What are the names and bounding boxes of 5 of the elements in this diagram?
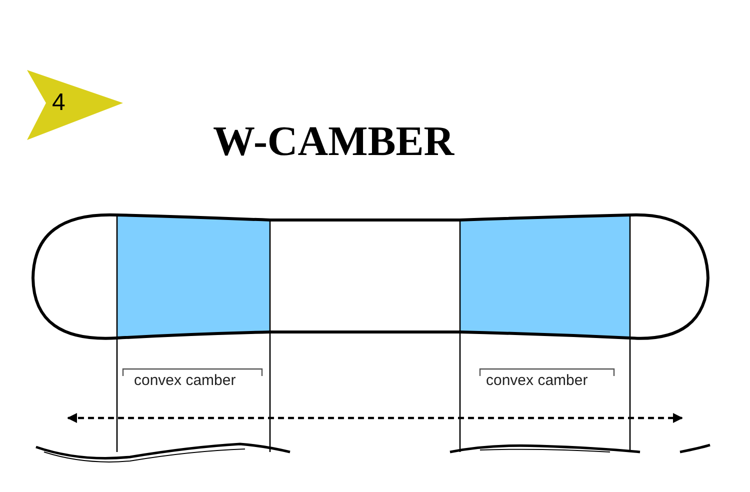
badge-number: 4 xyxy=(52,89,66,117)
title: W-CAMBER xyxy=(213,118,454,166)
part-label: convex camber xyxy=(486,372,588,390)
arrow-badge xyxy=(27,70,123,140)
part-label: convex camber xyxy=(134,372,236,390)
